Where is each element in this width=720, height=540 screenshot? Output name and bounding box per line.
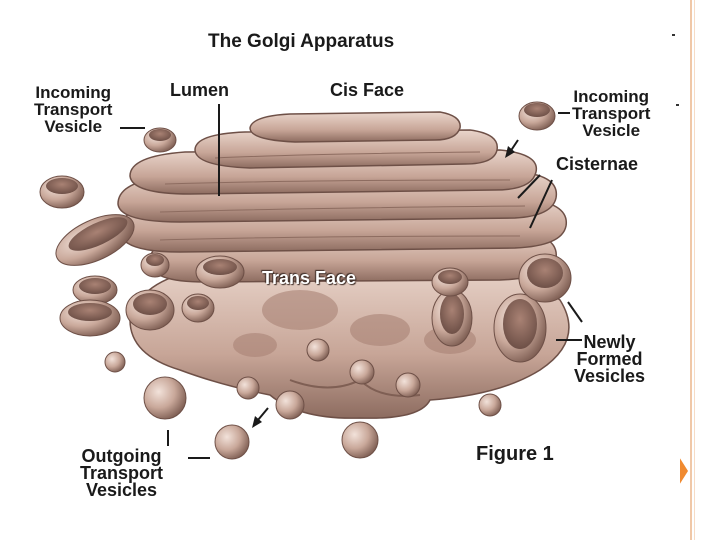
label-cisternae: Cisternae [556,156,638,173]
label-figure-number: Figure 1 [476,446,554,463]
stray-mark [672,34,675,36]
label-newly-formed-vesicles: Newly Formed Vesicles [574,334,645,385]
stray-mark [676,104,679,106]
label-lumen: Lumen [170,82,229,99]
diagram-title: The Golgi Apparatus [208,33,394,50]
label-cis-face: Cis Face [330,82,404,99]
label-incoming-transport-vesicle-right: Incoming Transport Vesicle [572,88,650,139]
label-incoming-transport-vesicle-left: Incoming Transport Vesicle [34,84,112,135]
label-outgoing-transport-vesicles: Outgoing Transport Vesicles [80,448,163,499]
label-trans-face: Trans Face [262,270,356,287]
cisternae-stack [118,112,566,282]
